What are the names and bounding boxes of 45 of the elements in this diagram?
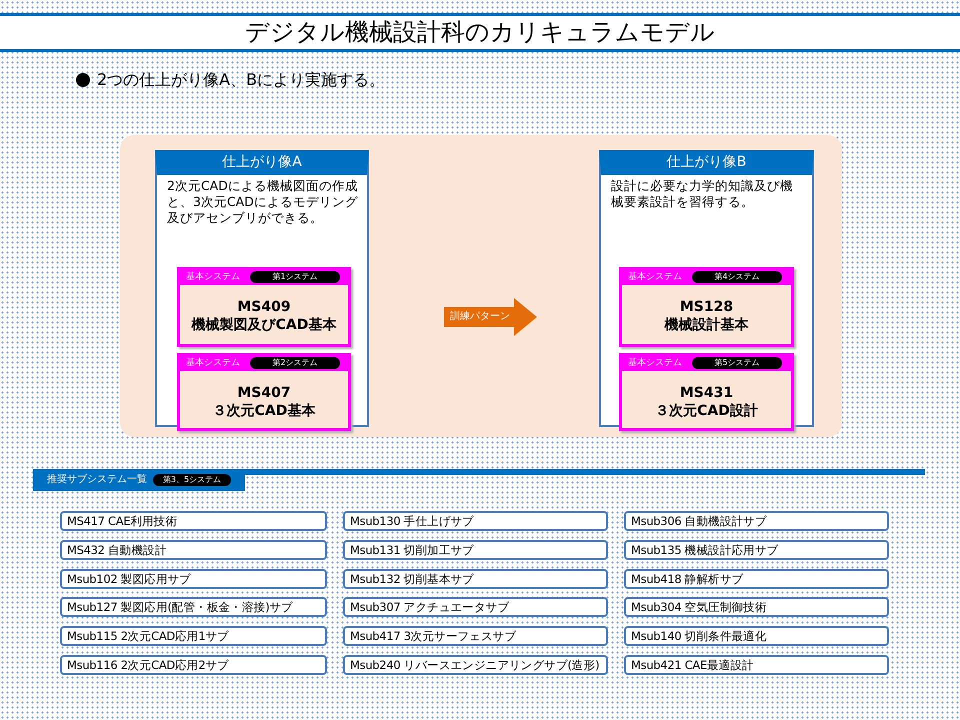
course-item: Msub132 切削基本サブ	[343, 568, 608, 589]
course-item: Msub417 3次元サーフェスサブ	[343, 626, 608, 646]
course-title: MS407 ３次元CAD基本	[212, 384, 316, 420]
section-tab	[33, 469, 245, 491]
course-item: Msub307 アクチュエータサブ	[343, 597, 608, 618]
course-item: Msub131 切削加工サブ	[343, 540, 608, 560]
course-item: Msub421 CAE最適設計	[624, 655, 889, 675]
course-item: Msub135 機械設計応用サブ	[624, 540, 889, 560]
system-badge: 第5システム	[692, 357, 782, 369]
course-item: Msub130 手仕上げサブ	[343, 511, 608, 531]
course-item: Msub418 静解析サブ	[624, 568, 889, 589]
edge-label: 訓練パターン	[450, 310, 510, 324]
system-badge: 第3、5システム	[153, 474, 231, 486]
system-badge: 第2システム	[250, 357, 340, 369]
course-item: Msub116 2次元CAD応用2サブ	[60, 655, 327, 675]
system-badge: 第4システム	[692, 271, 782, 283]
course-card	[619, 267, 794, 347]
section-title: 推奨サブシステム一覧	[47, 473, 147, 487]
course-item: Msub140 切削条件最適化	[624, 626, 889, 646]
course-item: MS432 自動機設計	[60, 540, 327, 560]
course-title: MS128 機械設計基本	[663, 298, 750, 334]
page-title: デジタル機械設計科のカリキュラムモデル	[0, 13, 960, 52]
course-title: MS409 機械製図及びCAD基本	[190, 298, 338, 334]
intro-text: 2つの仕上がり像A、Bにより実施する。	[97, 70, 386, 90]
course-card	[177, 267, 351, 347]
course-card	[177, 353, 351, 431]
category-label: 基本システム	[628, 270, 682, 284]
course-item: Msub102 製図応用サブ	[60, 568, 327, 589]
category-label: 基本システム	[186, 356, 240, 370]
course-item: Msub304 空気圧制御技術	[624, 597, 889, 618]
description-text: 設計に必要な力学的知識及び機械要素設計を習得する。	[611, 178, 794, 210]
course-item: Msub115 2次元CAD応用1サブ	[60, 626, 327, 646]
arrow	[444, 298, 537, 336]
category-label: 基本システム	[186, 270, 240, 284]
course-item: MS417 CAE利用技術	[60, 511, 327, 531]
course-item: Msub240 リバースエンジニアリングサブ(造形)	[343, 655, 608, 675]
course-card	[619, 353, 794, 431]
description-text: 2次元CADによる機械図面の作成と、3次元CADによるモデリング及びアセンブリができる。	[167, 178, 359, 226]
course-item: Msub127 製図応用(配管・板金・溶接)サブ	[60, 597, 327, 618]
course-title: MS431 ３次元CAD設計	[654, 384, 759, 420]
system-badge: 第1システム	[250, 271, 340, 283]
category-label: 基本システム	[628, 356, 682, 370]
course-item: Msub306 自動機設計サブ	[624, 511, 889, 531]
panel-heading: 仕上がり像B	[666, 153, 748, 172]
panel-heading: 仕上がり像A	[221, 153, 303, 172]
